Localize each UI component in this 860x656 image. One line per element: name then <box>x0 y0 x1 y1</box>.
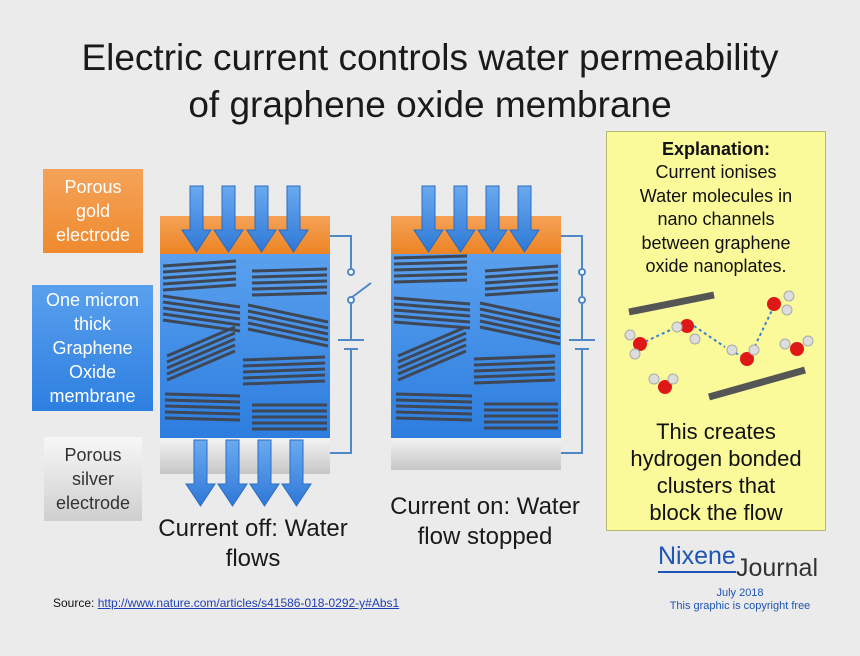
sheet-stack <box>484 402 558 430</box>
explanation-heading: Explanation: <box>661 139 770 159</box>
source-credit: Source: http://www.nature.com/articles/s… <box>53 596 399 610</box>
sheet-stack <box>242 355 326 386</box>
arrow-down <box>181 185 212 253</box>
sheet-stack <box>162 259 237 292</box>
arrow-down <box>413 185 444 253</box>
water-arrows-out-left <box>185 439 312 507</box>
nixene-journal-logo[interactable]: Nixene Journal <box>654 541 822 595</box>
sheet-stack <box>473 354 556 385</box>
membrane-current-on <box>391 185 595 470</box>
water-molecule <box>779 335 814 356</box>
label-graphene-membrane: One micron thick Graphene Oxide membrane <box>32 285 153 411</box>
sheet-stack <box>164 392 241 422</box>
arrow-down <box>445 185 476 253</box>
graphene-sheet <box>628 291 715 316</box>
silver-electrode-left <box>160 438 330 474</box>
graphene-sheet <box>708 366 806 401</box>
arrow-down <box>217 439 248 507</box>
label-silver-electrode: Porous silver electrode <box>44 437 142 521</box>
explanation-panel: Explanation: Current ionises Water molec… <box>606 131 826 531</box>
logo-suffix: Journal <box>736 554 818 582</box>
sheet-stack <box>397 325 467 382</box>
silver-electrode-right <box>391 438 561 470</box>
source-prefix: Source: <box>53 596 95 610</box>
hydrogen-bonds <box>639 305 799 360</box>
graphene-sheets-left <box>162 259 329 431</box>
arrow-down <box>278 185 309 253</box>
explanation-conclusion: This creates hydrogen bonded clusters th… <box>630 419 802 525</box>
sheet-stack <box>393 296 471 330</box>
water-arrows-in-right <box>413 185 540 253</box>
water-molecule <box>726 344 760 366</box>
sheet-stack <box>393 254 468 284</box>
source-link[interactable]: http://www.nature.com/articles/s41586-01… <box>97 596 400 610</box>
caption-current-off: Current off: Water flows <box>158 515 348 572</box>
publish-date: July 2018 <box>716 587 764 599</box>
sheet-stack <box>484 264 559 297</box>
sheet-stack <box>252 403 327 431</box>
arrow-down <box>477 185 508 253</box>
arrow-down <box>509 185 540 253</box>
arrow-down <box>281 439 312 507</box>
graphene-sheets-right <box>393 254 561 430</box>
copyright-note: This graphic is copyright free <box>669 600 811 612</box>
water-molecule <box>671 319 701 345</box>
label-gold-electrode: Porous gold electrode <box>43 169 143 253</box>
sheet-stack <box>395 392 473 422</box>
arrow-down <box>249 439 280 507</box>
water-arrows-in-left <box>181 185 309 253</box>
water-cluster-illustration <box>624 290 814 401</box>
water-molecule <box>648 373 679 394</box>
logo-brand: Nixene <box>658 541 736 573</box>
arrow-down <box>246 185 277 253</box>
arrow-down <box>213 185 244 253</box>
water-molecule <box>624 329 647 360</box>
title-line-1: Electric current controls water permeabi… <box>81 37 779 78</box>
circuit-open-switch <box>330 235 372 454</box>
sheet-stack <box>479 301 561 346</box>
circuit-closed-switch <box>561 235 595 454</box>
water-molecule <box>767 290 795 316</box>
membrane-current-off <box>160 185 372 507</box>
explanation-body: Current ionises Water molecules in nano … <box>639 162 793 276</box>
sheet-stack <box>166 325 236 382</box>
title-line-2: of graphene oxide membrane <box>188 84 672 125</box>
sheet-stack <box>251 267 328 297</box>
arrow-down <box>185 439 216 507</box>
sheet-stack <box>247 303 329 348</box>
caption-current-on: Current on: Water flow stopped <box>390 493 580 550</box>
